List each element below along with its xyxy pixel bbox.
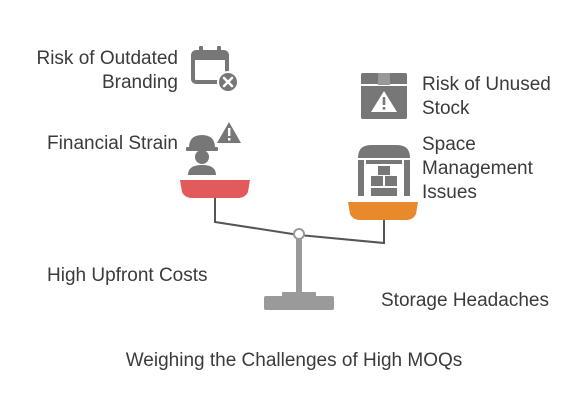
label-space-management-line2: Management bbox=[422, 158, 533, 179]
diagram-title: Weighing the Challenges of High MOQs bbox=[125, 350, 463, 371]
label-storage-headaches: Storage Headaches bbox=[381, 290, 549, 311]
warehouse-icon bbox=[358, 145, 410, 196]
worker-warning-icon bbox=[186, 122, 241, 175]
label-unused-stock-line1: Risk of Unused bbox=[422, 74, 551, 95]
label-outdated-branding-line1: Risk of Outdated bbox=[36, 48, 178, 69]
label-unused-stock-line2: Stock bbox=[422, 98, 470, 119]
label-unused-stock: Risk of Unused Stock bbox=[422, 73, 551, 121]
label-financial-strain: Financial Strain bbox=[47, 132, 178, 156]
scale-pole bbox=[296, 236, 302, 294]
label-space-management-line1: Space bbox=[422, 134, 476, 155]
label-outdated-branding: Risk of Outdated Branding bbox=[36, 47, 178, 95]
label-outdated-branding-line2: Branding bbox=[101, 72, 178, 93]
right-pan bbox=[348, 202, 418, 220]
calendar-x-icon bbox=[191, 46, 239, 93]
label-space-management-line3: Issues bbox=[422, 182, 477, 203]
left-pan bbox=[180, 180, 250, 198]
label-space-management: Space Management Issues bbox=[422, 133, 533, 205]
scale-base-top bbox=[282, 292, 316, 298]
label-high-upfront-costs: High Upfront Costs bbox=[47, 265, 208, 286]
box-warning-icon bbox=[361, 73, 407, 119]
label-financial-strain-line1: Financial Strain bbox=[47, 133, 178, 154]
scale-base bbox=[264, 296, 334, 310]
scale-pivot bbox=[293, 228, 305, 240]
